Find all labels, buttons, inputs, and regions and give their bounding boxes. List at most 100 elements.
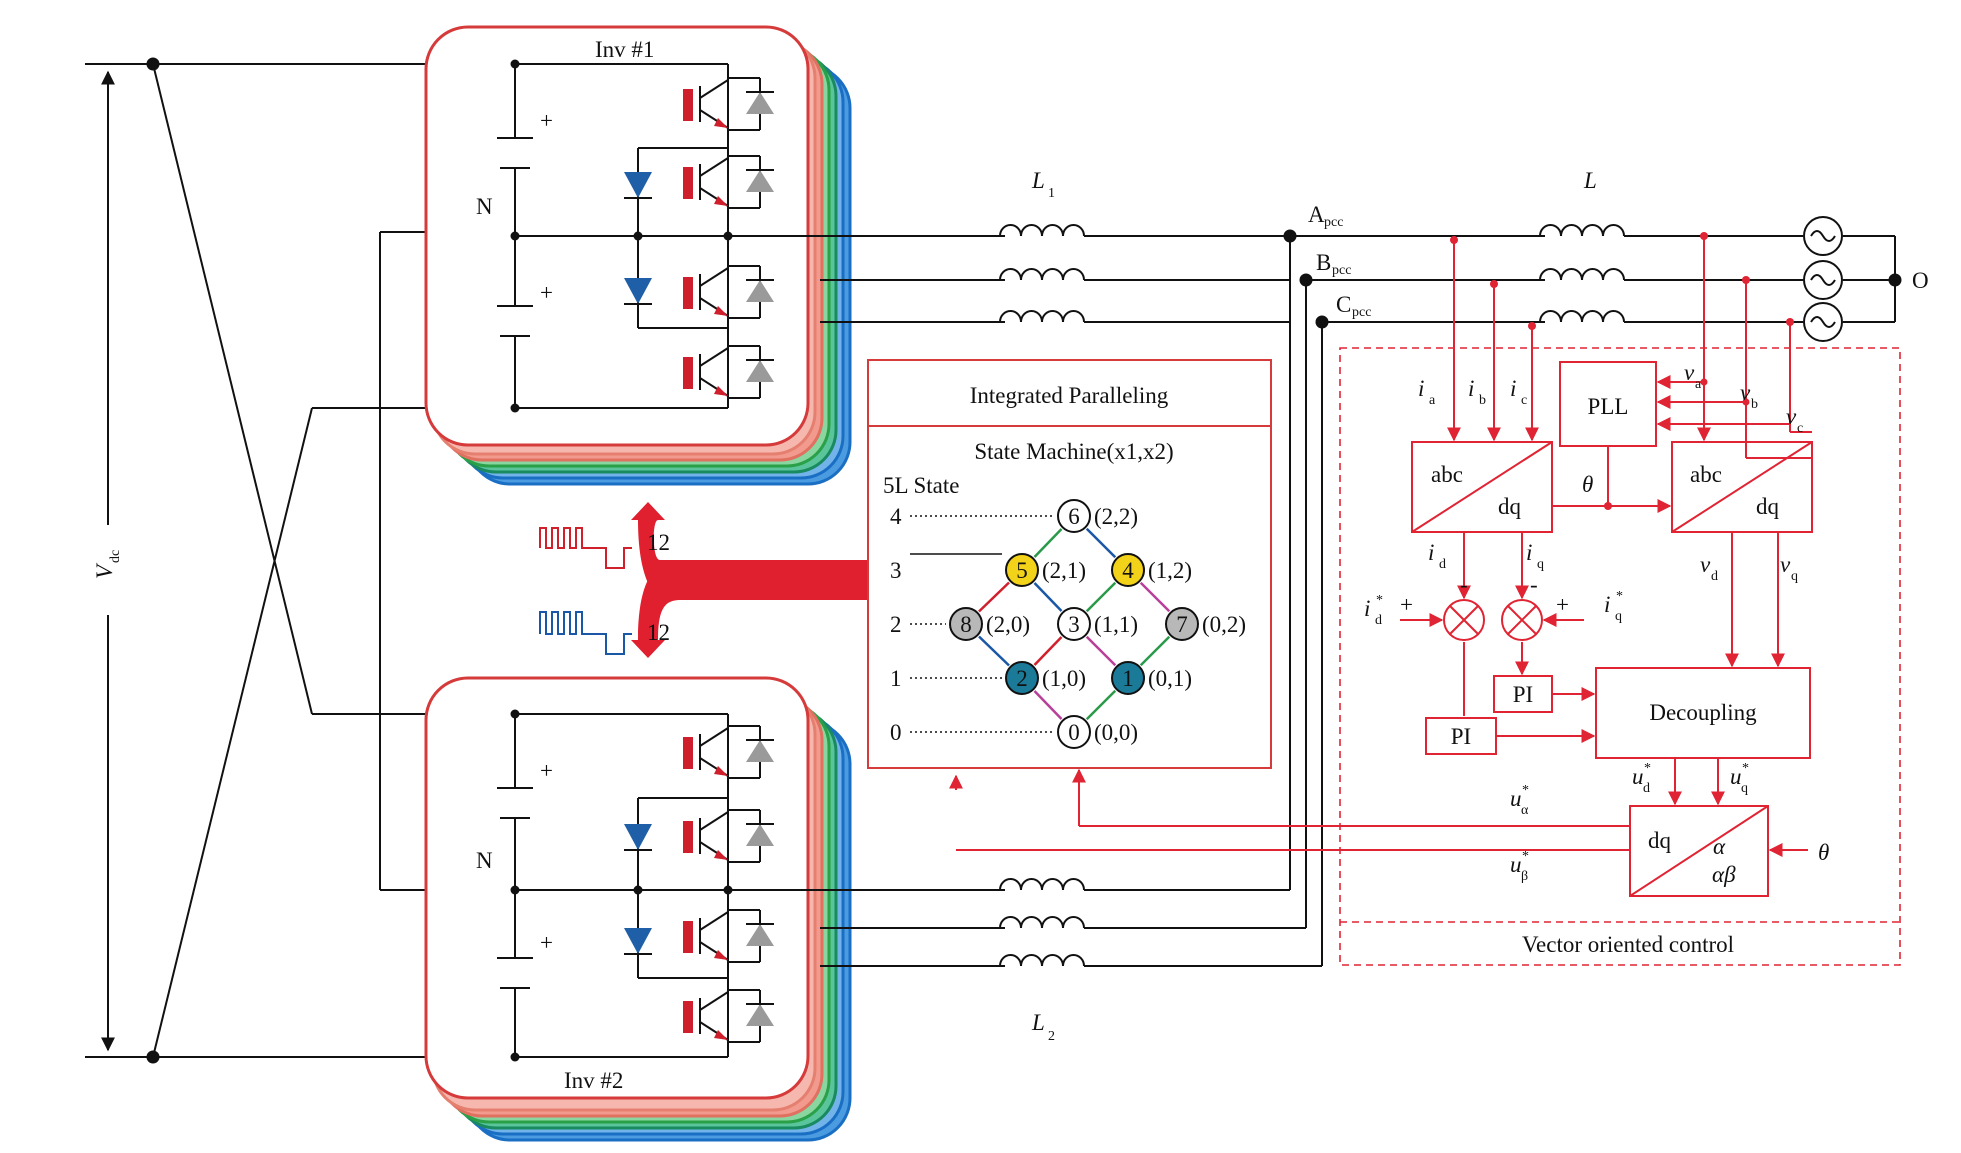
state-transition xyxy=(1085,581,1117,613)
state-node: 1(0,1) xyxy=(1111,661,1192,695)
inductors xyxy=(985,224,1639,967)
svg-text:*: * xyxy=(1522,783,1529,798)
igbt-switch-icon xyxy=(683,725,774,779)
neutral-label: N xyxy=(476,848,493,873)
svg-text:c: c xyxy=(1797,421,1803,436)
svg-text:u: u xyxy=(1510,786,1522,811)
theta-label: θ xyxy=(1582,472,1593,497)
inverter-2: Inv #2 N + + xyxy=(424,676,852,1142)
state-node: 4(1,2) xyxy=(1111,553,1192,587)
svg-text:i: i xyxy=(1526,540,1532,565)
svg-text:v: v xyxy=(1780,552,1791,577)
grid-neutral-label: O xyxy=(1912,268,1929,293)
inductor-icon xyxy=(1525,268,1639,281)
svg-text:*: * xyxy=(1742,761,1749,776)
signal-count: 12 xyxy=(647,530,670,555)
state-transition xyxy=(1033,690,1063,720)
svg-text:q: q xyxy=(1537,557,1544,572)
svg-text:d: d xyxy=(1439,557,1446,572)
svg-text:i: i xyxy=(1468,376,1474,401)
svg-text:a: a xyxy=(1695,377,1702,392)
junction-dot xyxy=(146,57,160,71)
state-transition xyxy=(1033,528,1063,558)
state-transition xyxy=(1033,636,1063,666)
plus-sign: + xyxy=(540,930,553,955)
neutral-label: N xyxy=(476,194,493,219)
signal-label: u*d xyxy=(1632,761,1651,796)
l2-label: L xyxy=(1031,1010,1045,1035)
pi-label: PI xyxy=(1513,682,1533,707)
ac-source-icon xyxy=(1803,260,1843,300)
state-node: 5(2,1) xyxy=(1005,553,1086,587)
svg-text:(0,2): (0,2) xyxy=(1202,612,1246,637)
svg-text:b: b xyxy=(1751,397,1758,412)
dq-label: dq xyxy=(1756,494,1780,519)
svg-text:d: d xyxy=(1375,613,1382,628)
abc-label: abc xyxy=(1431,462,1463,487)
pcc-b-sub: pcc xyxy=(1332,263,1351,278)
inductor-icon xyxy=(1525,310,1639,323)
inductor-icon xyxy=(985,310,1099,323)
abc-dq-voltage xyxy=(1671,441,1813,533)
level-label: 1 xyxy=(890,666,902,691)
svg-text:i: i xyxy=(1418,376,1424,401)
svg-text:(1,1): (1,1) xyxy=(1094,612,1138,637)
pcc-c-label: C xyxy=(1336,292,1351,317)
integrated-paralleling-block: Integrated Paralleling State Machine(x1,… xyxy=(867,359,1272,769)
svg-text:β: β xyxy=(1521,869,1528,884)
inductor-icon xyxy=(985,224,1099,237)
inverter-2-title: Inv #2 xyxy=(564,1068,623,1093)
pwm-waveform-icon xyxy=(539,527,632,569)
state-machine-graph: 432106(2,2)5(2,1)4(1,2)8(2,0)3(1,1)7(0,2… xyxy=(890,499,1246,749)
junction-dot xyxy=(146,1050,160,1064)
pcc-a-label: A xyxy=(1308,202,1325,227)
summing-junction-icon xyxy=(1501,599,1543,641)
pi-label: PI xyxy=(1451,724,1471,749)
sign-label: - xyxy=(1460,572,1468,597)
paralleling-title: Integrated Paralleling xyxy=(970,383,1169,408)
clamp-diode-icon xyxy=(624,172,652,198)
svg-text:7: 7 xyxy=(1176,612,1188,637)
decoupling-label: Decoupling xyxy=(1649,700,1757,725)
level-label: 2 xyxy=(890,612,902,637)
svg-text:2: 2 xyxy=(1016,666,1028,691)
ac-sources xyxy=(1803,216,1843,342)
svg-text:(2,0): (2,0) xyxy=(986,612,1030,637)
abc-dq-current xyxy=(1411,441,1553,533)
svg-text:6: 6 xyxy=(1068,504,1080,529)
svg-text:v: v xyxy=(1786,404,1797,429)
svg-text:(1,0): (1,0) xyxy=(1042,666,1086,691)
svg-text:i: i xyxy=(1510,376,1516,401)
igbt-switch-icon xyxy=(683,77,774,131)
pcc-a-sub: pcc xyxy=(1324,215,1343,230)
svg-text:*: * xyxy=(1522,849,1529,864)
vector-control-title: Vector oriented control xyxy=(1522,932,1734,957)
state-node: 2 (1,0) xyxy=(1005,661,1086,695)
vdc-label: V xyxy=(92,562,117,579)
svg-text:0: 0 xyxy=(1068,720,1080,745)
igbt-switches xyxy=(683,77,774,1043)
igbt-switch-icon xyxy=(683,809,774,863)
svg-text:a: a xyxy=(1429,393,1436,408)
ac-source-icon xyxy=(1803,216,1843,256)
pwm-waveform-icon xyxy=(539,611,632,655)
state-transition xyxy=(1033,582,1063,612)
state-machine-title: State Machine(x1,x2) xyxy=(974,439,1173,464)
state-node: 7 (0,2) xyxy=(1165,607,1246,641)
svg-text:u: u xyxy=(1730,764,1742,789)
signal-label: u*q xyxy=(1730,761,1749,796)
ac-source-icon xyxy=(1803,302,1843,342)
pll-label: PLL xyxy=(1588,394,1629,419)
inductor-icon xyxy=(985,268,1099,281)
vdc-sub: dc xyxy=(108,550,123,563)
svg-text:q: q xyxy=(1615,609,1622,624)
svg-text:i: i xyxy=(1428,540,1434,565)
svg-text:1: 1 xyxy=(1122,666,1134,691)
